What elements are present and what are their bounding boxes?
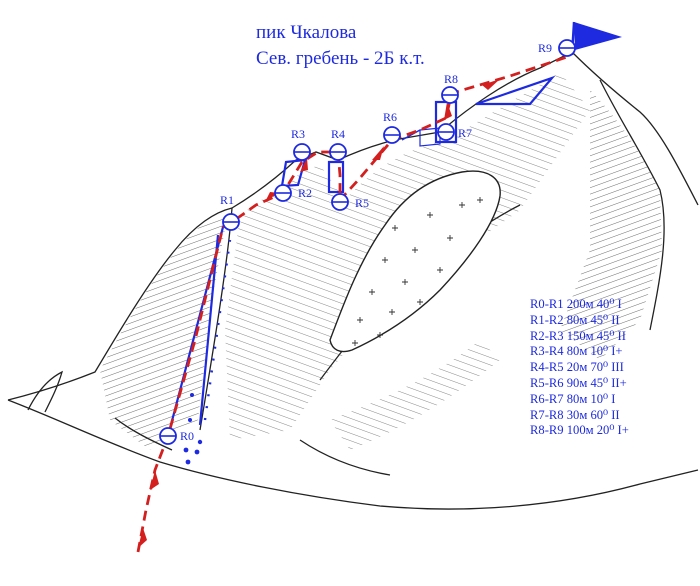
- legend-item: R2-R3 150м 45⁰ II: [530, 328, 626, 343]
- page-title: пик Чкалова: [256, 22, 357, 43]
- station-label: R6: [383, 110, 397, 124]
- belay-station-icon: [159, 427, 177, 445]
- snowfield: [329, 170, 501, 353]
- cross-mark: [417, 299, 423, 305]
- cross-mark: [437, 267, 443, 273]
- route-arrow-icon: [372, 146, 384, 160]
- route-arrow-icon: [300, 158, 308, 172]
- cross-mark: [389, 309, 395, 315]
- legend-item: R4-R5 20м 70⁰ III: [530, 360, 624, 375]
- station-label: R5: [355, 196, 369, 210]
- route-subtitle: Сев. гребень - 2Б к.т.: [256, 48, 425, 69]
- cross-mark: [477, 197, 483, 203]
- cross-mark: [392, 225, 398, 231]
- couloir-lines: [166, 129, 421, 437]
- cross-mark: [402, 279, 408, 285]
- legend-item: R5-R6 90м 45⁰ II+: [530, 375, 627, 390]
- cross-mark: [377, 332, 383, 338]
- belay-station-icon: [441, 86, 459, 104]
- station-label: R4: [331, 127, 345, 141]
- couloir-dots: [183, 393, 203, 465]
- legend-item: R8-R9 100м 20⁰ I+: [530, 423, 629, 438]
- belay-station-icon: [274, 184, 292, 202]
- station-label: R9: [538, 41, 552, 55]
- station-label: R7: [458, 126, 472, 140]
- station-label: R1: [220, 193, 234, 207]
- belay-station-icon: [437, 123, 455, 141]
- cross-mark: [369, 289, 375, 295]
- belay-station-icon: [558, 39, 576, 57]
- station-label: R0: [180, 429, 194, 443]
- summit-flag-icon: [570, 21, 622, 56]
- cross-mark: [412, 247, 418, 253]
- snowfield-cross-marks: [352, 197, 483, 346]
- route-arrows: [138, 79, 500, 548]
- cross-mark: [447, 235, 453, 241]
- belay-station-icon: [329, 143, 347, 161]
- cross-mark: [352, 340, 358, 346]
- station-label: R8: [444, 72, 458, 86]
- legend-item: R0-R1 200м 40⁰ I: [530, 297, 622, 311]
- route-arrow-icon: [150, 470, 159, 490]
- legend-item: R6-R7 80м 10⁰ I: [530, 391, 616, 406]
- legend-item: R3-R4 80м 10⁰ I+: [530, 344, 623, 359]
- route-arrow-icon: [482, 79, 500, 90]
- cross-mark: [382, 257, 388, 263]
- route-arrow-icon: [444, 102, 452, 120]
- belay-station-icon: [383, 126, 401, 144]
- legend-item: R7-R8 30м 60⁰ II: [530, 407, 620, 422]
- belay-station-icon: [293, 143, 311, 161]
- segment-legend: R0-R1 200м 40⁰ I R1-R2 80м 45⁰ II R2-R3 …: [530, 297, 629, 439]
- belay-station-icon: [222, 213, 240, 231]
- cross-mark: [459, 202, 465, 208]
- legend-item: R1-R2 80м 45⁰ II: [530, 312, 620, 327]
- station-label: R2: [298, 186, 312, 200]
- cross-mark: [357, 317, 363, 323]
- cross-mark: [427, 212, 433, 218]
- belay-station-icon: [331, 193, 349, 211]
- station-label: R3: [291, 127, 305, 141]
- route-arrow-icon: [138, 528, 147, 548]
